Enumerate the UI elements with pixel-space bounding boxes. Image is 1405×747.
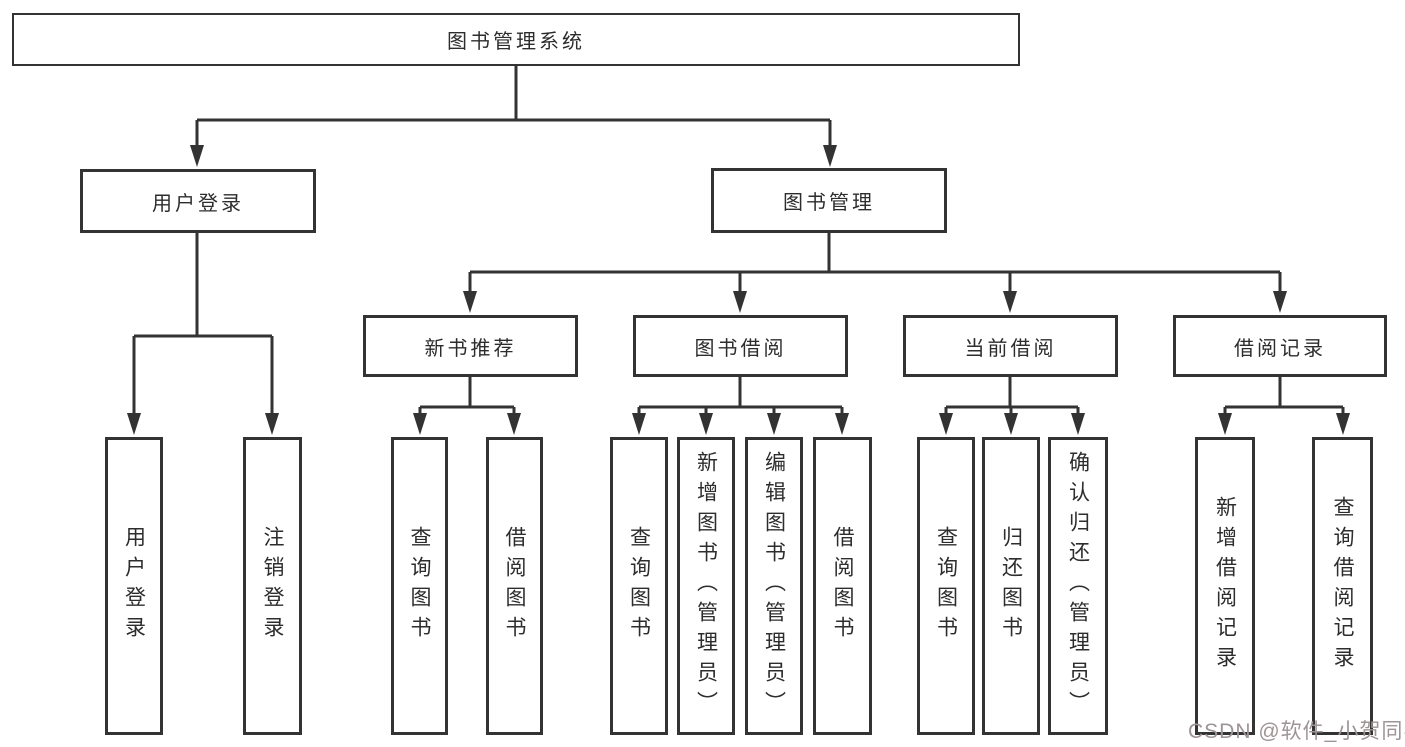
node-label: 新增图书（管理员） xyxy=(694,451,718,721)
connector-borrowrecords-to-leaves xyxy=(1218,377,1350,435)
leaf-return-books: 归还图书 xyxy=(982,437,1040,735)
connector-bookborrow-to-leaves xyxy=(632,377,849,435)
leaf-query-books-2: 查询图书 xyxy=(610,437,668,735)
node-label: 确认归还（管理员） xyxy=(1066,451,1090,721)
leaf-borrow-books-1: 借阅图书 xyxy=(486,437,543,735)
node-user-login: 用户登录 xyxy=(80,169,316,233)
node-label: 新增借阅记录 xyxy=(1213,496,1237,676)
connector-root-to-level2 xyxy=(190,66,837,167)
node-label: 新书推荐 xyxy=(424,337,517,360)
connector-newbookrec-to-leaves xyxy=(413,377,521,435)
node-new-book-recommend: 新书推荐 xyxy=(363,315,578,377)
leaf-user-login: 用户登录 xyxy=(105,437,163,735)
leaf-confirm-return-admin: 确认归还（管理员） xyxy=(1048,437,1108,735)
node-label: 图书管理 xyxy=(783,192,875,214)
node-current-borrow: 当前借阅 xyxy=(903,315,1118,377)
node-label: 查询借阅记录 xyxy=(1331,496,1354,676)
node-label: 归还图书 xyxy=(999,526,1023,646)
node-label: 编辑图书（管理员） xyxy=(762,451,786,721)
leaf-add-borrow-record: 新增借阅记录 xyxy=(1195,437,1255,735)
node-label: 图书管理系统 xyxy=(447,31,585,53)
node-book-management: 图书管理 xyxy=(711,168,947,233)
node-label: 查询图书 xyxy=(934,526,958,646)
leaf-add-books-admin: 新增图书（管理员） xyxy=(677,437,735,735)
node-label: 注销登录 xyxy=(261,526,284,646)
leaf-query-books-1: 查询图书 xyxy=(391,437,448,735)
node-label: 借阅图书 xyxy=(503,526,526,646)
node-label: 当前借阅 xyxy=(964,337,1057,360)
csdn-watermark: CSDN @软件_小贺同学 xyxy=(1188,720,1405,743)
node-label: 借阅图书 xyxy=(831,526,854,646)
node-label: 用户登录 xyxy=(152,192,244,215)
leaf-query-borrow-record: 查询借阅记录 xyxy=(1312,437,1373,735)
node-label: 用户登录 xyxy=(122,526,146,646)
connector-currentborrow-to-leaves xyxy=(939,377,1085,435)
node-borrow-records: 借阅记录 xyxy=(1173,315,1387,377)
node-root-system: 图书管理系统 xyxy=(12,13,1020,66)
node-label: 查询图书 xyxy=(627,526,651,646)
leaf-logout: 注销登录 xyxy=(243,437,302,735)
node-label: 查询图书 xyxy=(408,526,431,646)
connector-userlogin-to-leaves xyxy=(127,233,279,435)
connector-bookmgmt-to-level3 xyxy=(463,233,1287,313)
node-label: 图书借阅 xyxy=(694,337,787,360)
leaf-borrow-books-2: 借阅图书 xyxy=(813,437,872,735)
node-book-borrow: 图书借阅 xyxy=(633,315,848,377)
node-label: 借阅记录 xyxy=(1234,337,1326,360)
leaf-query-books-3: 查询图书 xyxy=(917,437,975,735)
leaf-edit-books-admin: 编辑图书（管理员） xyxy=(745,437,803,735)
